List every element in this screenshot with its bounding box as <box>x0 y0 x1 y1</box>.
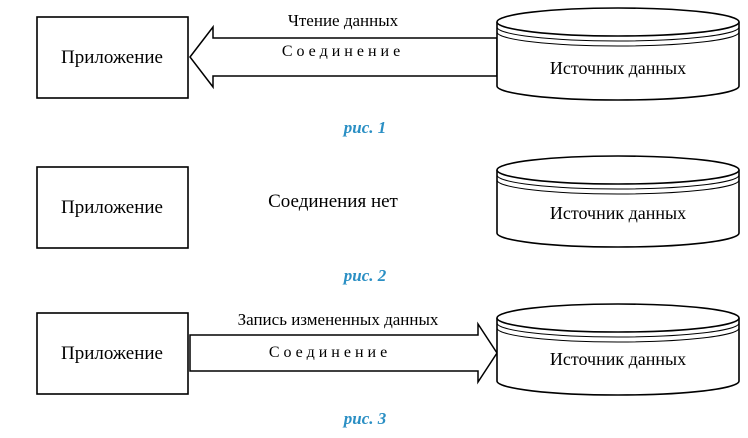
data-source-cylinder <box>496 7 740 101</box>
figure-2: Приложение Соединения нет Источник данны… <box>36 155 740 285</box>
connection-label: Соединение <box>269 344 391 361</box>
data-source-label: Источник данных <box>550 58 686 78</box>
data-source-label: Источник данных <box>550 349 686 369</box>
read-label: Чтение данных <box>288 11 399 30</box>
no-connection-label: Соединения нет <box>268 191 398 212</box>
figure-caption: рис. 3 <box>342 409 387 428</box>
figure-1: Приложение Чтение данных Соединение Исто… <box>36 7 740 137</box>
app-box <box>36 16 189 99</box>
app-label: Приложение <box>61 343 163 364</box>
app-box <box>36 166 189 249</box>
write-label: Запись измененных данных <box>238 310 439 329</box>
write-arrow <box>189 321 498 385</box>
app-box <box>36 312 189 395</box>
figure-caption: рис. 2 <box>342 266 387 285</box>
connection-label: Соединение <box>282 43 404 60</box>
app-label: Приложение <box>61 197 163 218</box>
data-source-cylinder <box>496 155 740 248</box>
data-source-cylinder <box>496 303 740 396</box>
figure-caption: рис. 1 <box>342 118 387 137</box>
figure-3: Приложение Запись измененных данных Соед… <box>36 303 740 428</box>
data-source-label: Источник данных <box>550 203 686 223</box>
app-label: Приложение <box>61 47 163 68</box>
